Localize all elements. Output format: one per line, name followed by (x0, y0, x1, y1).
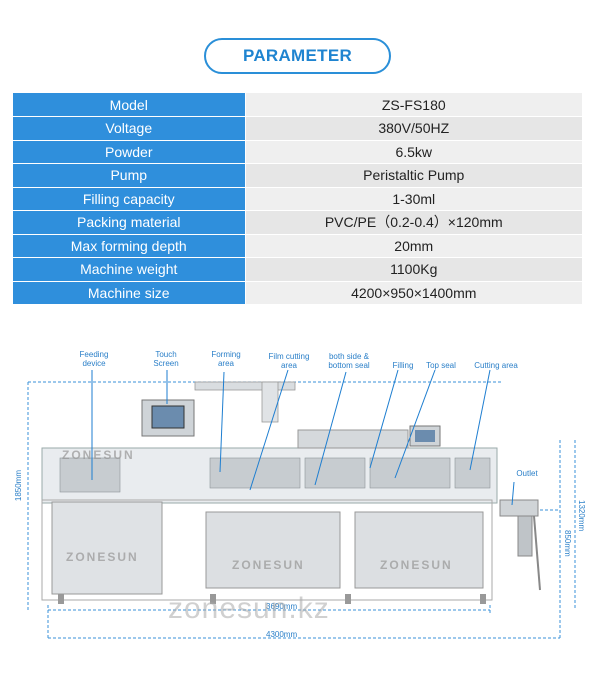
dim-height-1850: 1850mm (14, 470, 23, 502)
dim-width-3690: 3690mm (266, 602, 298, 611)
param-value: 6.5kw (244, 140, 582, 164)
label-outlet: Outlet (516, 469, 538, 478)
label-cutting-area: Cutting area (474, 361, 518, 370)
param-value: 20mm (244, 234, 582, 258)
param-label: Model (13, 93, 245, 117)
brand-logo-cabinet-left: ZONESUN (66, 550, 139, 564)
param-label: Filling capacity (13, 187, 245, 211)
param-label: Voltage (13, 116, 245, 141)
param-value: ZS-FS180 (244, 93, 582, 117)
dim-width-4300: 4300mm (266, 630, 298, 639)
watermark: zonesun.kz (168, 592, 330, 625)
brand-logo-cabinet-right: ZONESUN (380, 558, 453, 572)
param-label: Machine weight (13, 257, 245, 282)
brand-logo-hood: ZONESUN (62, 448, 135, 462)
dim-height-1320: 1320mm (577, 500, 586, 532)
label-top-seal: Top seal (426, 361, 456, 370)
brand-logo-cabinet-mid: ZONESUN (232, 558, 305, 572)
param-value: 1100Kg (244, 257, 582, 282)
label-filling: Filling (392, 361, 414, 370)
param-label: Machine size (13, 281, 245, 305)
dim-height-850: 850mm (563, 530, 572, 557)
param-value: Peristaltic Pump (244, 163, 582, 188)
param-value: 4200×950×1400mm (244, 281, 582, 305)
param-value: 380V/50HZ (244, 116, 582, 141)
param-label: Packing material (13, 210, 245, 235)
param-value: PVC/PE（0.2-0.4）×120mm (244, 210, 582, 235)
param-label: Pump (13, 163, 245, 188)
page-title: PARAMETER (204, 38, 391, 74)
machine-illustration (27, 369, 576, 640)
param-value: 1-30ml (244, 187, 582, 211)
label-side-bottom-seal: both side &bottom seal (328, 352, 370, 370)
param-label: Powder (13, 140, 245, 164)
param-label: Max forming depth (13, 234, 245, 258)
